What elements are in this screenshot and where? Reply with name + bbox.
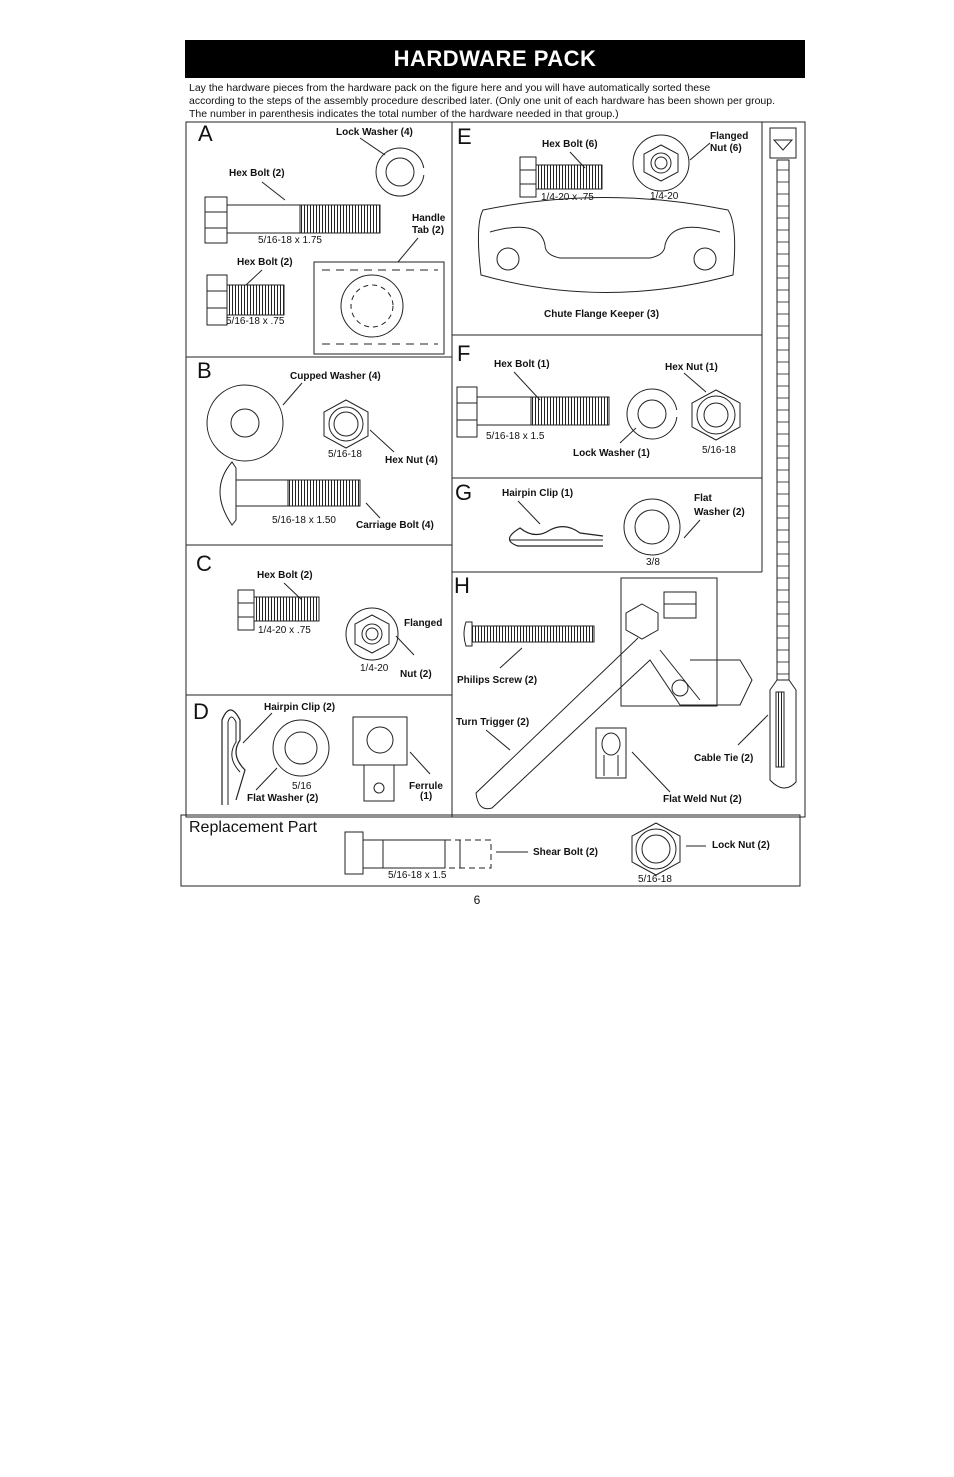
group-e: E Hex Bolt (6) 1/4-20 x .75 1/4-20 Flang… (457, 124, 748, 320)
group-b: B Cupped Washer (4) 5/16-18 Hex Nut (4) … (197, 358, 438, 531)
page-title: HARDWARE PACK (185, 40, 805, 78)
cupped-washer-label: Cupped Washer (4) (290, 371, 381, 382)
bolt-size: 5/16-18 x .75 (226, 316, 285, 327)
nut-label: Nut (2) (400, 669, 432, 680)
hex-bolt-icon (237, 589, 320, 631)
bolt-size: 5/16-18 x 1.5 (486, 431, 545, 442)
carriage-bolt-label: Carriage Bolt (4) (356, 520, 434, 531)
flat-washer-label: Flat Washer (2) (247, 793, 318, 804)
intro-line: The number in parenthesis indicates the … (189, 107, 619, 120)
bolt-size: 5/16-18 x 1.5 (388, 870, 447, 881)
bolt-size: 5/16-18 x 1.75 (258, 235, 322, 246)
hex-bolt-label: Hex Bolt (6) (542, 139, 598, 150)
flanged-nut-label: Flanged (710, 131, 748, 142)
flanged-nut-icon (345, 607, 399, 661)
lock-washer-label: Lock Washer (4) (336, 127, 413, 138)
flat-washer-icon (272, 719, 330, 777)
group-h: H Philips Screw (2) Turn Trigger (2) Fla… (454, 127, 797, 810)
bolt-size: 5/16-18 x 1.50 (272, 515, 336, 526)
bolt-size: 1/4-20 x .75 (541, 192, 594, 203)
hairpin-clip-label: Hairpin Clip (2) (264, 702, 335, 713)
chute-flange-keeper-label: Chute Flange Keeper (3) (544, 309, 659, 320)
replacement-title: Replacement Part (189, 819, 318, 836)
hairpin-clip-icon (508, 526, 604, 547)
group-a: A Lock Washer (4) Hex Bolt (2) 5/16-18 x… (198, 121, 446, 355)
hex-bolt-icon (204, 196, 381, 244)
group-d: D Hairpin Clip (2) 5/16 Flat Washer (2) … (193, 699, 443, 805)
lock-nut-icon (631, 822, 681, 876)
hex-nut-label: Hex Nut (1) (665, 362, 718, 373)
lock-washer-icon (375, 147, 428, 197)
shear-bolt-label: Shear Bolt (2) (533, 847, 598, 858)
page-number: 6 (473, 893, 481, 907)
group-e-letter: E (457, 124, 472, 149)
hex-nut-icon (323, 399, 369, 449)
handle-tab-label: Handle (412, 213, 446, 224)
hex-bolt-label: Hex Bolt (1) (494, 359, 550, 370)
carriage-bolt-icon (219, 461, 361, 526)
hex-bolt-icon (206, 274, 285, 326)
flat-weld-nut-label: Flat Weld Nut (2) (663, 794, 742, 805)
nut-size: 1/4-20 (650, 191, 679, 202)
hairpin-clip-icon (221, 709, 246, 805)
flat-washer-icon (623, 498, 681, 556)
group-c: C Hex Bolt (2) 1/4-20 x .75 Flanged 1/4-… (196, 551, 442, 680)
washer-size: 3/8 (646, 557, 660, 568)
flat-washer-label: Flat (694, 493, 712, 504)
philips-screw-icon (463, 621, 595, 647)
hardware-figure: A Lock Washer (4) Hex Bolt (2) 5/16-18 x… (180, 121, 806, 887)
nut-size: 5/16-18 (328, 449, 362, 460)
lock-washer-icon (626, 388, 680, 440)
flanged-label: Flanged (404, 618, 442, 629)
group-f: F Hex Bolt (1) 5/16-18 x 1.5 Lock Washer… (456, 341, 741, 459)
intro-line: Lay the hardware pieces from the hardwar… (189, 82, 711, 94)
cable-tie-icon (769, 127, 797, 789)
intro-text: Lay the hardware pieces from the hardwar… (189, 82, 809, 120)
hex-nut-label: Hex Nut (4) (385, 455, 438, 466)
hex-bolt-icon (456, 386, 610, 438)
replacement-frame (180, 814, 801, 887)
chute-flange-keeper-icon (477, 197, 736, 293)
nut-size: 5/16-18 (702, 445, 736, 456)
replacement-part: Replacement Part Shear Bolt (2) 5/16-18 … (189, 819, 770, 885)
group-a-letter: A (198, 121, 213, 146)
ferrule-label: Ferrule (409, 781, 443, 792)
group-d-letter: D (193, 699, 209, 724)
handle-tab-icon (313, 261, 445, 355)
turn-trigger-icon (475, 577, 753, 810)
group-c-letter: C (196, 551, 212, 576)
philips-screw-label: Philips Screw (2) (457, 675, 537, 686)
ferrule-icon (352, 716, 408, 802)
figure-frame (185, 121, 806, 818)
cupped-washer-icon (206, 384, 284, 462)
hex-bolt-label: Hex Bolt (2) (229, 168, 285, 179)
shear-bolt-icon (344, 831, 492, 875)
group-b-letter: B (197, 358, 212, 383)
hex-bolt-icon (519, 156, 603, 198)
turn-trigger-label: Turn Trigger (2) (456, 717, 529, 728)
nut-size: 1/4-20 (360, 663, 389, 674)
hex-bolt-label: Hex Bolt (2) (257, 570, 313, 581)
group-g-letter: G (455, 480, 472, 505)
group-g: G Hairpin Clip (1) 3/8 Flat Washer (2) (455, 480, 745, 568)
lock-nut-label: Lock Nut (2) (712, 840, 770, 851)
lock-washer-label: Lock Washer (1) (573, 448, 650, 459)
washer-size: 5/16 (292, 781, 312, 792)
cable-tie-label: Cable Tie (2) (694, 753, 753, 764)
flat-washer-label: Washer (2) (694, 507, 745, 518)
group-f-letter: F (457, 341, 470, 366)
flanged-nut-label: Nut (6) (710, 143, 742, 154)
bolt-size: 1/4-20 x .75 (258, 625, 311, 636)
group-h-letter: H (454, 573, 470, 598)
hex-bolt-label: Hex Bolt (2) (237, 257, 293, 268)
flanged-nut-icon (632, 134, 690, 192)
handle-tab-label: Tab (2) (412, 225, 444, 236)
hairpin-clip-label: Hairpin Clip (1) (502, 488, 573, 499)
nut-size: 5/16-18 (638, 874, 672, 885)
hex-nut-icon (691, 389, 741, 441)
ferrule-label: (1) (420, 791, 432, 802)
flat-weld-nut-icon (595, 727, 627, 779)
intro-line: according to the steps of the assembly p… (189, 94, 776, 107)
